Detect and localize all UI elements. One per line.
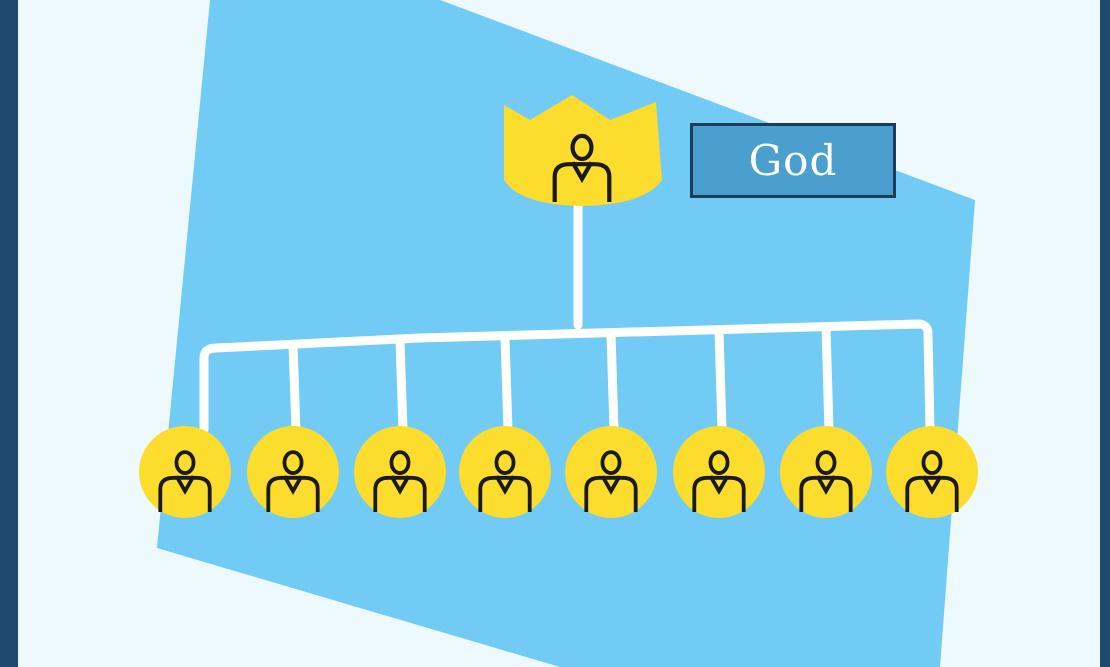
- person-icon: [886, 426, 978, 518]
- person-figure-icon: [552, 133, 612, 202]
- person-icon: [780, 426, 872, 518]
- god-label-text: God: [748, 136, 838, 185]
- slide-right-border: [1100, 0, 1110, 667]
- branch-line: [714, 325, 727, 435]
- person-icon: [565, 426, 657, 518]
- person-figure-icon: [584, 450, 638, 512]
- person-figure-icon: [905, 450, 959, 512]
- branch-line: [500, 333, 513, 435]
- person-figure-icon: [373, 450, 427, 512]
- god-label: God: [690, 123, 896, 198]
- person-figure-icon: [478, 450, 532, 512]
- person-icon: [673, 426, 765, 518]
- person-icon: [139, 426, 231, 518]
- person-figure-icon: [158, 450, 212, 512]
- person-icon: [459, 426, 551, 518]
- person-icon: [354, 426, 446, 518]
- top-node: [504, 95, 662, 206]
- bus-line: [199, 319, 935, 435]
- crown-shape: [504, 95, 662, 206]
- branch-line: [821, 322, 834, 435]
- child-nodes: [139, 426, 978, 518]
- person-figure-icon: [692, 450, 746, 512]
- branch-line: [395, 336, 408, 435]
- person-icon: [247, 426, 339, 518]
- person-figure-icon: [266, 450, 320, 512]
- branch-line: [606, 329, 619, 435]
- crowned-person-icon: [504, 95, 662, 206]
- connector-lines: [199, 200, 935, 435]
- branch-line: [288, 340, 301, 435]
- person-figure-icon: [799, 450, 853, 512]
